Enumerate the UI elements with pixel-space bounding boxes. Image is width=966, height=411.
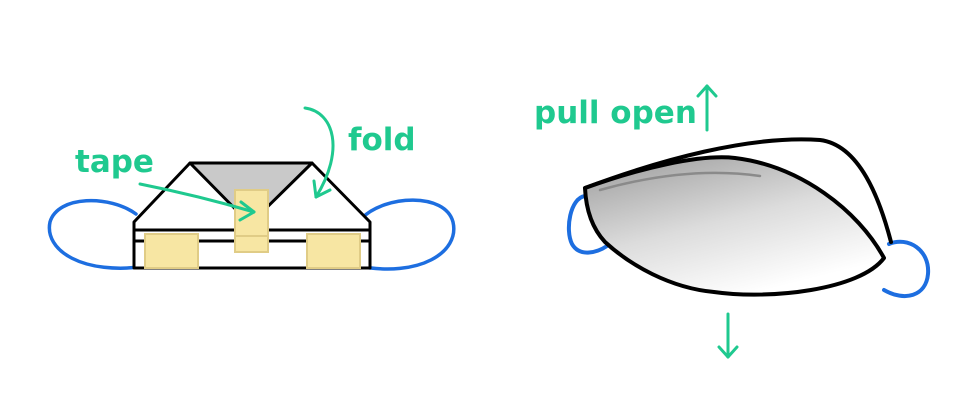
open-right-handle — [882, 239, 931, 299]
tape-piece-right — [306, 233, 361, 269]
open-inner-edge — [598, 171, 762, 192]
right-handle — [356, 198, 456, 271]
pull-open-label: pull open — [534, 95, 697, 131]
tape-label: tape — [75, 144, 154, 180]
fold-label: fold — [348, 122, 416, 158]
arrow-down-icon — [717, 312, 739, 359]
open-pouch: pull open — [534, 84, 931, 359]
tape-piece-center — [234, 189, 269, 253]
left-handle — [47, 198, 150, 270]
tape-arrow-icon — [138, 182, 256, 222]
tape-piece-left — [144, 233, 199, 269]
fold-arrow-icon — [303, 106, 335, 199]
open-left-handle — [566, 194, 609, 255]
arrow-up-icon — [696, 84, 718, 132]
folded-pouch: tape fold — [47, 106, 456, 271]
open-body — [583, 155, 886, 297]
